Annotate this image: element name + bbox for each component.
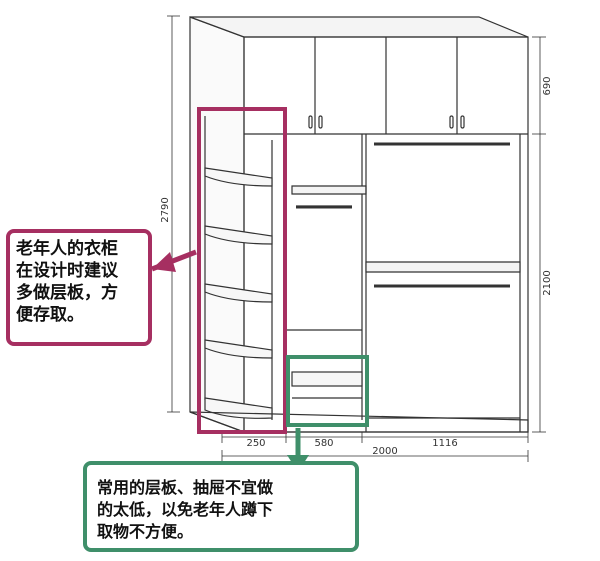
callout-line: 取物不方便。 xyxy=(97,522,194,541)
corner-shelf xyxy=(204,225,273,245)
right-shelf xyxy=(365,261,521,273)
callout-line: 多做层板，方 xyxy=(16,283,118,303)
dim-lower-height: 2100 xyxy=(542,270,553,295)
callout-line: 常用的层板、抽屉不宜做 xyxy=(97,478,274,497)
left-callout-arrow xyxy=(151,249,197,272)
dim-middle-width: 580 xyxy=(314,438,333,449)
middle-shelf xyxy=(291,185,367,195)
callout-line: 老年人的衣柜 xyxy=(16,239,118,259)
drawer-highlight-box xyxy=(286,355,369,427)
door-handle xyxy=(308,115,313,129)
door-handle xyxy=(460,115,465,129)
corner-shelf xyxy=(204,339,273,359)
drawer-height-callout: 常用的层板、抽屉不宜做 的太低，以免老年人蹲下 取物不方便。 xyxy=(83,461,359,552)
callout-line: 在设计时建议 xyxy=(16,261,118,281)
door-handle xyxy=(318,115,323,129)
corner-shelf xyxy=(204,167,273,187)
dim-total-height: 2790 xyxy=(160,197,171,222)
elderly-shelf-callout: 老年人的衣柜 在设计时建议 多做层板，方 便存取。 xyxy=(6,229,152,346)
callout-line: 的太低，以免老年人蹲下 xyxy=(97,500,274,519)
door-handle xyxy=(449,115,454,129)
wardrobe-top-panel xyxy=(189,16,529,38)
dim-upper-height: 690 xyxy=(542,76,553,95)
callout-line: 便存取。 xyxy=(16,305,84,325)
dim-total-width: 2000 xyxy=(372,446,397,457)
dim-right-width: 1116 xyxy=(432,438,457,449)
corner-shelf xyxy=(204,283,273,303)
dim-shelf-width: 250 xyxy=(246,438,265,449)
shelf-highlight-box xyxy=(197,107,287,434)
drawer xyxy=(291,371,363,387)
